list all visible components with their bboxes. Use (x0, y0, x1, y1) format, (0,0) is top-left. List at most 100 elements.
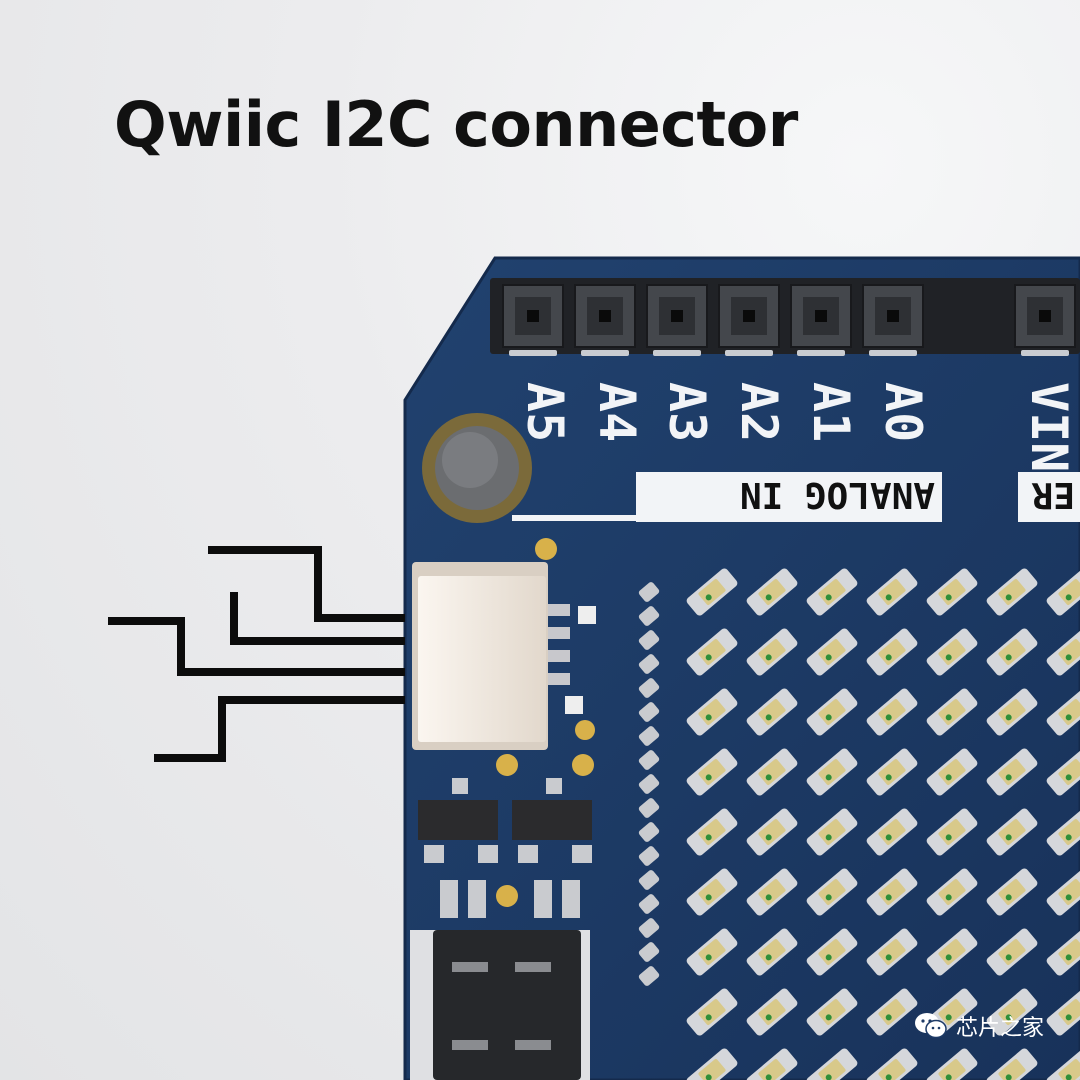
smd-led (806, 748, 858, 796)
analog-pin-label: A3 (658, 382, 716, 442)
smd-led (746, 568, 798, 616)
smd-led (686, 868, 738, 916)
solder-pad (638, 654, 660, 674)
power-label-bg (1018, 472, 1080, 522)
solder-pad (638, 582, 660, 602)
smd-led (1046, 748, 1080, 796)
solder-pad (638, 606, 660, 626)
smd-led (926, 628, 978, 676)
smd-led (686, 1048, 738, 1080)
smd-led (926, 688, 978, 736)
smd-led (986, 988, 1038, 1036)
smd-led (866, 808, 918, 856)
analog-in-label: ANALOG IN (740, 474, 935, 515)
smd-led (686, 688, 738, 736)
smd-led (806, 688, 858, 736)
smd-led (686, 568, 738, 616)
smd-led (746, 808, 798, 856)
header-socket (646, 284, 708, 356)
smd-led (986, 568, 1038, 616)
smd-led (926, 1048, 978, 1080)
smd-components (418, 778, 592, 918)
smd-led (926, 568, 978, 616)
solder-pad (638, 966, 660, 986)
i2c-wires (108, 546, 405, 762)
page-title: Qwiic I2C connector (114, 88, 798, 161)
header-socket (574, 284, 636, 356)
smd-led (1046, 1048, 1080, 1080)
analog-pin-label: A2 (730, 382, 788, 442)
solder-pad (638, 630, 660, 650)
smd-led (746, 628, 798, 676)
smd-led (926, 868, 978, 916)
solder-pad (638, 918, 660, 938)
smd-led (986, 868, 1038, 916)
solder-pad (638, 894, 660, 914)
smd-led (1046, 868, 1080, 916)
smd-led (866, 628, 918, 676)
smd-led (746, 928, 798, 976)
smd-led (806, 988, 858, 1036)
analog-pin-label: A1 (802, 382, 860, 442)
solder-pad (638, 678, 660, 698)
smd-led (986, 928, 1038, 976)
solder-pad (638, 774, 660, 794)
header-socket (790, 284, 852, 356)
smd-led (686, 928, 738, 976)
vin-pin-label: VIN (1020, 382, 1078, 472)
smd-led (866, 1048, 918, 1080)
smd-led (746, 748, 798, 796)
smd-led (866, 868, 918, 916)
header-socket (862, 284, 924, 356)
analog-pin-label: A0 (874, 382, 932, 442)
smd-led (1046, 928, 1080, 976)
solder-pad (638, 750, 660, 770)
smd-led (806, 628, 858, 676)
smd-led (986, 628, 1038, 676)
smd-led (806, 928, 858, 976)
smd-led (686, 748, 738, 796)
solder-pad (638, 702, 660, 722)
smd-led (986, 808, 1038, 856)
smd-led (986, 1048, 1038, 1080)
solder-pad (638, 822, 660, 842)
smd-led (866, 568, 918, 616)
smd-led (986, 688, 1038, 736)
smd-led (746, 868, 798, 916)
solder-pad (638, 846, 660, 866)
jumper-header (410, 930, 590, 1080)
watermark-text: 芯片之家 (955, 1016, 1044, 1041)
smd-led (746, 1048, 798, 1080)
smd-led (926, 928, 978, 976)
solder-pad (638, 798, 660, 818)
smd-led (926, 748, 978, 796)
smd-led (866, 988, 918, 1036)
smd-led (1046, 628, 1080, 676)
analog-in-label-bg (636, 472, 942, 522)
smd-led (686, 808, 738, 856)
header-socket (718, 284, 780, 356)
smd-led (806, 1048, 858, 1080)
smd-led (1046, 808, 1080, 856)
pin-header (490, 278, 1080, 354)
smd-led (686, 988, 738, 1036)
smd-led (686, 628, 738, 676)
wechat-icon (914, 1013, 947, 1039)
smd-led (806, 808, 858, 856)
solder-pad (638, 726, 660, 746)
analog-pin-label: A4 (588, 382, 646, 442)
header-socket (502, 284, 564, 356)
smd-led (866, 928, 918, 976)
smd-led (746, 988, 798, 1036)
smd-led (986, 748, 1038, 796)
watermark: 芯片之家 (914, 1010, 1044, 1042)
smd-led (1046, 988, 1080, 1036)
pad-column (638, 582, 660, 986)
header-sockets (502, 284, 1076, 356)
analog-pin-label: A5 (516, 382, 574, 442)
led-matrix (686, 568, 1080, 1080)
smd-led (1046, 568, 1080, 616)
smd-led (746, 688, 798, 736)
